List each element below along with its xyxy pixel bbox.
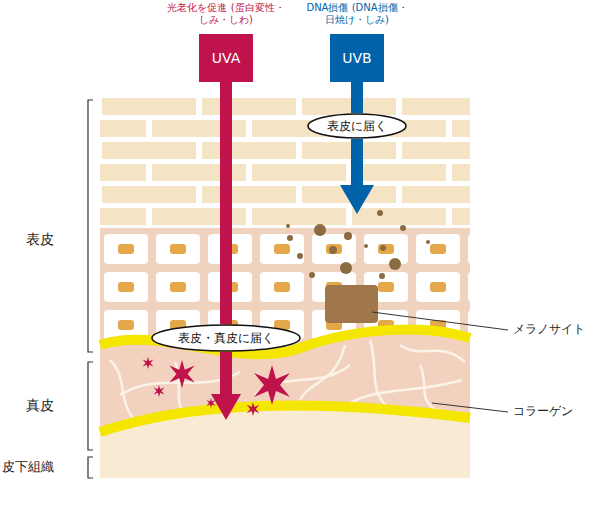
ray-shaft — [220, 82, 232, 324]
reach-ellipse: 表皮・真皮に届く — [151, 324, 301, 352]
stratum-corneum — [100, 95, 470, 228]
uva-arrow-shaft — [220, 352, 232, 396]
damage-stars — [143, 357, 290, 416]
leader-lines — [372, 312, 508, 412]
layer-brackets — [88, 100, 93, 478]
layer-name: 表皮 — [26, 231, 76, 248]
ray-arrow — [357, 82, 358, 113]
effect-heading: DNA損傷 (DNA損傷・日焼け・しみ) — [292, 2, 422, 26]
part-name: コラーゲン — [513, 404, 605, 418]
node-text: 表皮に届く — [327, 119, 387, 133]
reach-ellipse-shape — [308, 114, 406, 138]
lower-yellow-band — [100, 406, 470, 432]
ray-arrow — [226, 82, 227, 324]
node-text: 表皮・真皮に届く — [178, 331, 274, 345]
uvb-arrow-head — [340, 185, 374, 214]
subcutaneous-tissue — [100, 406, 470, 478]
reach-ellipse-shape — [152, 325, 300, 351]
node-text: UVA — [212, 50, 241, 67]
node-text: UVB — [342, 50, 371, 67]
dermis-fill — [100, 228, 470, 478]
reach-ellipse: 表皮に届く — [307, 113, 407, 139]
uvb-box-shape — [330, 34, 384, 82]
effect-heading: 光老化を促進 (蛋白変性・しみ・しわ) — [161, 2, 291, 26]
cells — [100, 228, 470, 354]
cell-layer — [100, 228, 470, 354]
melanin-dots — [286, 210, 430, 279]
uvb-arrow-shaft — [351, 139, 363, 187]
ray-shaft — [351, 82, 363, 113]
layer-name: 皮下組織 — [2, 459, 82, 475]
uva-box-shape — [199, 34, 253, 82]
melanocyte — [325, 285, 378, 323]
part-name: メラノサイト — [513, 322, 605, 336]
uvb-box: UVB — [330, 34, 384, 82]
uva-arrow-head — [211, 394, 241, 420]
uva-box: UVA — [199, 34, 253, 82]
layer-name: 真皮 — [26, 397, 76, 414]
